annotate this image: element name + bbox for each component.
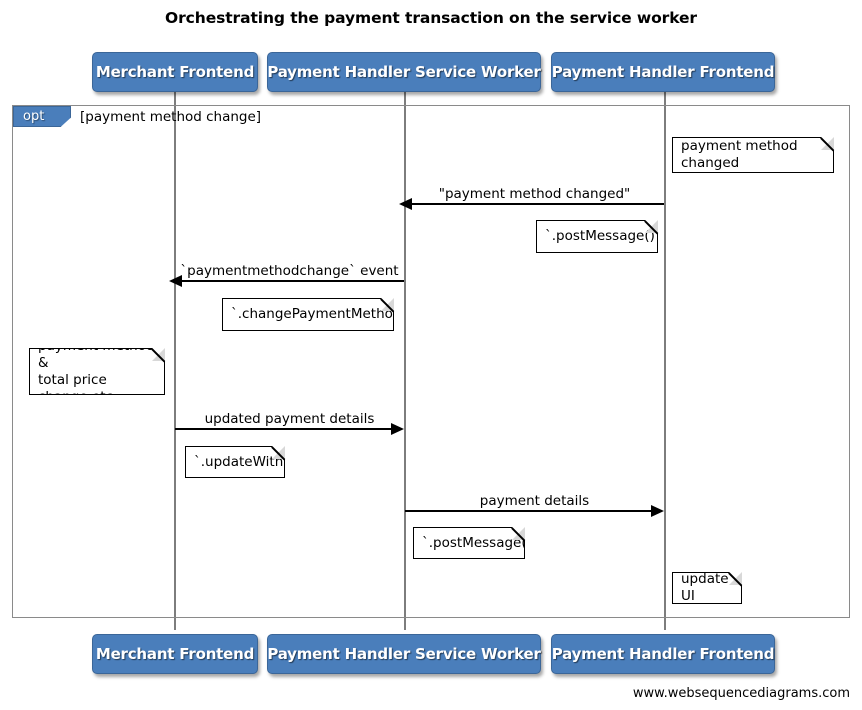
note-post-message-1-text: `.postMessage()` <box>545 228 662 244</box>
footer-credit: www.websequencediagrams.com <box>632 686 850 701</box>
note-payment-method-total: payment method & total price change etc <box>29 348 165 395</box>
participant-box-payment-handler-frontend-top[interactable]: Payment Handler Frontend <box>551 52 775 92</box>
message-label-payment-details: payment details <box>479 493 590 509</box>
message-arrowhead-payment-details <box>651 505 664 517</box>
note-post-message-2: `.postMessage()` <box>413 527 525 559</box>
note-change-payment-method-text: `.changePaymentMethod()` <box>231 306 419 322</box>
participant-box-payment-handler-frontend-bottom[interactable]: Payment Handler Frontend <box>551 634 775 674</box>
participant-box-payment-handler-service-worker-bottom[interactable]: Payment Handler Service Worker <box>267 634 541 674</box>
note-post-message-1: `.postMessage()` <box>536 220 658 253</box>
note-payment-method-changed: payment method changed <box>672 137 834 173</box>
note-payment-method-changed-text: payment method changed <box>681 138 798 171</box>
message-line-paymentmethodchange-event <box>175 280 404 282</box>
fragment-opt-guard: [payment method change] <box>80 109 262 125</box>
note-update-with: `.updateWith()` <box>185 446 285 478</box>
participant-label-payment-handler-frontend-top: Payment Handler Frontend <box>551 63 775 81</box>
message-label-paymentmethodchange-event: `paymentmethodchange` event <box>180 263 399 279</box>
message-line-updated-payment-details <box>175 428 392 430</box>
message-arrowhead-paymentmethodchange-event <box>169 275 182 287</box>
lifeline-merchant-frontend <box>174 88 176 630</box>
note-post-message-2-text: `.postMessage()` <box>422 534 539 551</box>
participant-label-merchant-frontend-bottom: Merchant Frontend <box>95 645 255 663</box>
lifeline-payment-handler-service-worker <box>404 88 406 630</box>
message-arrowhead-payment-method-changed <box>399 198 412 210</box>
message-line-payment-method-changed <box>405 203 664 205</box>
message-label-updated-payment-details: updated payment details <box>204 411 375 427</box>
participant-label-merchant-frontend-top: Merchant Frontend <box>95 63 255 81</box>
page-title: Orchestrating the payment transaction on… <box>165 9 697 27</box>
fragment-opt-tab: opt <box>13 106 71 127</box>
note-update-ui-text: update UI <box>681 571 729 604</box>
participant-box-merchant-frontend-bottom[interactable]: Merchant Frontend <box>92 634 258 674</box>
fragment-opt-frame <box>12 105 850 618</box>
participant-label-payment-handler-service-worker-top: Payment Handler Service Worker <box>267 63 541 81</box>
participant-box-payment-handler-service-worker-top[interactable]: Payment Handler Service Worker <box>267 52 541 92</box>
participant-label-payment-handler-service-worker-bottom: Payment Handler Service Worker <box>267 645 541 663</box>
message-arrowhead-updated-payment-details <box>391 423 404 435</box>
participant-box-merchant-frontend-top[interactable]: Merchant Frontend <box>92 52 258 92</box>
lifeline-payment-handler-frontend <box>664 88 666 630</box>
fragment-opt-label: opt <box>23 109 45 124</box>
message-line-payment-details <box>405 510 652 512</box>
message-label-payment-method-changed: "payment method changed" <box>438 186 631 202</box>
participant-label-payment-handler-frontend-bottom: Payment Handler Frontend <box>551 645 775 663</box>
note-change-payment-method: `.changePaymentMethod()` <box>222 298 394 331</box>
